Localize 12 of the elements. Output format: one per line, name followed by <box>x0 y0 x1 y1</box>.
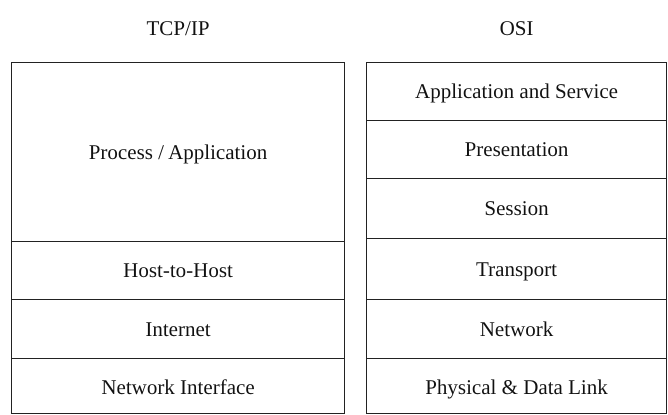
layer-name: Transport <box>476 256 557 282</box>
layer-name: Network Interface <box>101 375 255 400</box>
layer-name: Application and Service <box>415 79 618 104</box>
layer-name: Physical & Data Link <box>425 375 608 400</box>
column-title: OSI <box>498 15 534 42</box>
layer-name: Process / Application <box>88 140 268 164</box>
layer-name: Network <box>480 316 554 342</box>
column-title: TCP/IP <box>145 15 211 42</box>
layer-name: Presentation <box>464 137 568 162</box>
layer-name: Session <box>484 196 549 221</box>
layer-name: Host-to-Host <box>123 258 233 283</box>
layer-name: Internet <box>145 316 211 342</box>
